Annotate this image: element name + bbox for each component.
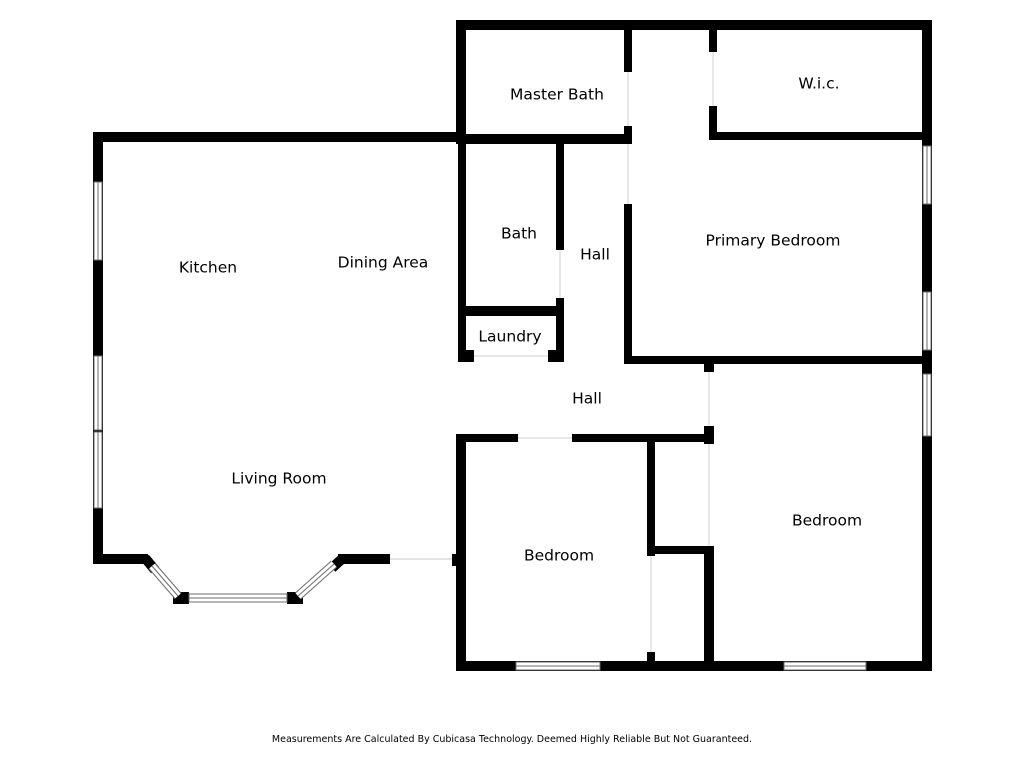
window-primary-right-lower bbox=[922, 291, 932, 351]
wall-bottom-bedroom-left-edge bbox=[456, 434, 466, 671]
wall-bath-bottom bbox=[458, 306, 564, 316]
window-living-left-lower bbox=[93, 431, 103, 509]
wall-top-right-wing bbox=[456, 20, 932, 30]
wall-wic-left-bottom bbox=[709, 106, 717, 140]
wall-wing-left-exterior bbox=[456, 20, 466, 144]
wall-primary-left-lower bbox=[624, 204, 632, 364]
wall-bay-left-stub bbox=[93, 554, 148, 564]
wall-left-exterior bbox=[93, 132, 103, 564]
label-hall-lower: Hall bbox=[572, 390, 602, 408]
wall-bath-left bbox=[458, 134, 466, 362]
wall-hall-lower-right-segment bbox=[572, 434, 712, 442]
window-kitchen-left bbox=[93, 181, 103, 261]
wall-closet-right-lower bbox=[704, 546, 714, 671]
wall-hall-post-right bbox=[704, 426, 714, 444]
window-bedroom-left-bottom bbox=[515, 661, 601, 671]
label-bedroom-left: Bedroom bbox=[524, 547, 594, 565]
label-dining-area: Dining Area bbox=[338, 254, 429, 272]
wall-hall-lower-left-segment bbox=[456, 434, 518, 442]
disclaimer-footer: Measurements Are Calculated By Cubicasa … bbox=[271, 734, 753, 745]
wall-hall-stub-top bbox=[704, 362, 714, 372]
label-kitchen: Kitchen bbox=[179, 259, 237, 277]
wall-bay-right-stub bbox=[338, 554, 390, 564]
exterior-walls bbox=[93, 20, 932, 671]
interior-walls bbox=[456, 20, 932, 671]
window-bedroom-right-side bbox=[922, 373, 932, 437]
label-primary-bedroom: Primary Bedroom bbox=[706, 232, 841, 250]
window-bay-left-diagonal bbox=[148, 563, 182, 599]
window-primary-right-upper bbox=[922, 145, 932, 205]
wall-laundry-right bbox=[556, 298, 564, 362]
wall-master-bath-right-mid bbox=[624, 126, 632, 144]
wall-living-end-post bbox=[452, 554, 462, 566]
door-openings bbox=[390, 52, 714, 652]
wall-bottom-exterior bbox=[456, 661, 932, 671]
wall-bedroom-left-post bbox=[647, 652, 655, 671]
window-bedroom-right-bottom bbox=[783, 661, 867, 671]
label-wic: W.i.c. bbox=[798, 75, 839, 93]
wall-master-bath-right-top bbox=[624, 20, 632, 72]
wall-closet-left bbox=[647, 434, 655, 556]
wall-wic-left-top bbox=[709, 20, 717, 52]
wall-laundry-right-post bbox=[548, 350, 564, 362]
window-living-left-upper bbox=[93, 355, 103, 431]
windows bbox=[93, 145, 932, 671]
wall-primary-bottom bbox=[624, 356, 932, 364]
wall-laundry-left-post bbox=[458, 350, 474, 362]
wall-closet-bottom bbox=[647, 546, 713, 554]
label-living-room: Living Room bbox=[231, 470, 326, 488]
label-bath: Bath bbox=[501, 225, 537, 243]
label-bedroom-right: Bedroom bbox=[792, 512, 862, 530]
window-bay-right-diagonal bbox=[295, 560, 337, 600]
wall-master-bath-bottom bbox=[456, 134, 632, 144]
window-bay-center bbox=[188, 593, 288, 603]
wall-top-main bbox=[93, 132, 466, 142]
label-hall-upper: Hall bbox=[580, 246, 610, 264]
label-laundry: Laundry bbox=[478, 328, 541, 346]
wall-wic-bottom bbox=[709, 132, 932, 140]
label-master-bath: Master Bath bbox=[510, 86, 604, 104]
room-labels: Master Bath W.i.c. Bath Hall Primary Bed… bbox=[179, 75, 862, 565]
wall-bath-right-top bbox=[556, 134, 564, 250]
